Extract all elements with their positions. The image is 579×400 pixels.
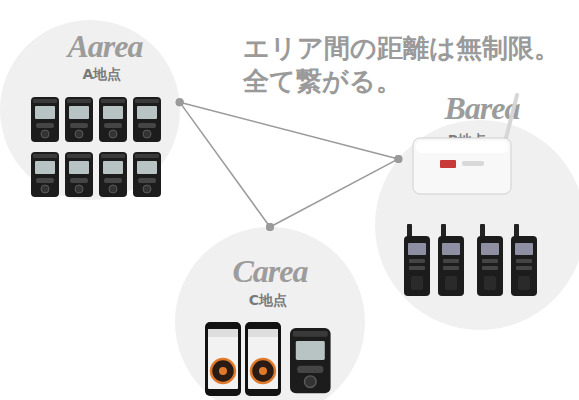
site-label: C地点 — [173, 293, 363, 307]
area-name: Aarea — [15, 30, 195, 62]
site-label: A地点 — [12, 67, 192, 81]
radio — [31, 97, 59, 142]
radio — [31, 152, 59, 197]
station-top — [416, 141, 508, 153]
area-name: Carea — [175, 255, 365, 287]
radio — [133, 97, 161, 142]
station-display — [440, 160, 456, 168]
radio-group-b — [404, 224, 537, 296]
endpoint-dot — [394, 155, 402, 163]
radio — [133, 152, 161, 197]
link-line — [270, 159, 398, 227]
link-line — [180, 102, 270, 227]
endpoint-dot — [176, 98, 184, 106]
endpoint-dot — [266, 223, 274, 231]
area-circle: BareaB地点 — [375, 120, 579, 330]
walkie-talkie — [438, 224, 464, 296]
area-circle: AareaA地点 — [0, 20, 180, 200]
heading: エリア間の距離は無制限。 全て繋がる。 — [243, 32, 579, 97]
base-station — [413, 95, 517, 194]
walkie-talkie — [477, 224, 503, 296]
device-group-c — [205, 322, 331, 396]
site-label: B地点 — [362, 133, 572, 147]
radio-group-a — [31, 97, 161, 197]
area-circle: CareaC地点 — [175, 227, 365, 400]
smartphone — [245, 322, 281, 396]
smartphone — [205, 322, 241, 396]
endpoint-dot — [176, 98, 184, 106]
area-name: Barea — [377, 92, 579, 124]
radio — [99, 152, 127, 197]
link-line — [180, 102, 399, 159]
radio — [65, 152, 93, 197]
antenna — [505, 95, 517, 142]
radio — [65, 97, 93, 142]
walkie-talkie — [404, 224, 430, 296]
endpoint-dot — [266, 223, 274, 231]
station-body — [413, 138, 511, 194]
walkie-talkie — [511, 224, 537, 296]
endpoint-dot — [394, 155, 402, 163]
radio — [99, 97, 127, 142]
radio — [290, 328, 331, 393]
station-button — [462, 161, 484, 166]
